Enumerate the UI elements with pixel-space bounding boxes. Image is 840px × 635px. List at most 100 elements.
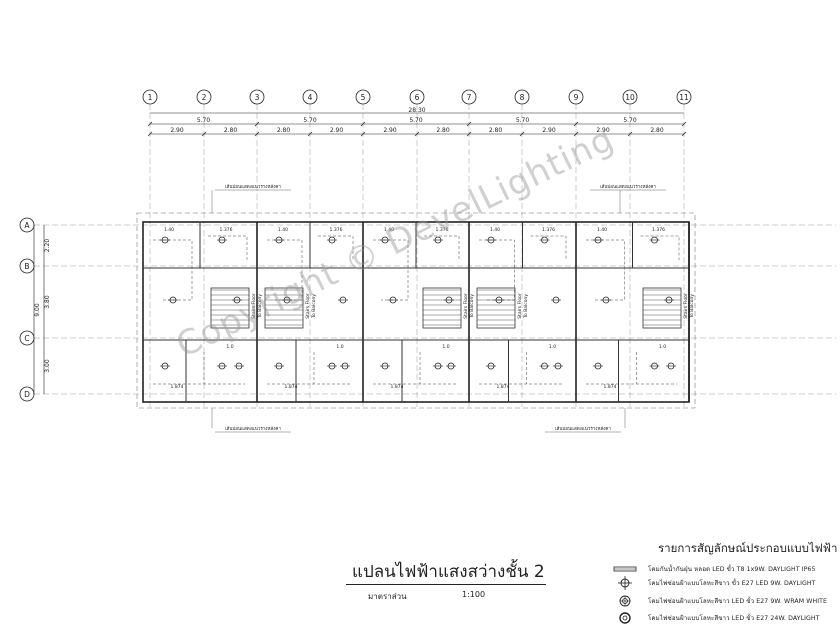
- stair-label: To Balcony: [311, 294, 317, 319]
- grid-label-row: C: [24, 334, 29, 343]
- dimension-tick: [573, 121, 579, 127]
- dimension-tick: [466, 131, 472, 137]
- room-dimension-label: 1.0: [442, 344, 449, 350]
- title-underline: [346, 584, 546, 585]
- legend-item-linear: โคมกันน้ำกันฝุ่น หลอด LED ขั้ว T8 1x9W. …: [612, 562, 816, 576]
- dimension-tick: [307, 131, 313, 137]
- wiring-run: [208, 235, 248, 260]
- dimension-sub: 2.90: [383, 127, 397, 134]
- stair-block: [210, 287, 250, 329]
- room-dimension-label: 1.874: [171, 384, 184, 390]
- dimension-tick: [254, 121, 260, 127]
- wiring-run: [318, 235, 354, 260]
- grid-label-column: 2: [202, 93, 207, 102]
- grid-label-row: A: [24, 221, 30, 230]
- wiring-run: [267, 239, 303, 301]
- dimension-sub: 2.80: [489, 127, 503, 134]
- wiring-run: [373, 239, 409, 301]
- room-dimension-label: 1.376: [220, 227, 233, 233]
- grid-label-column: 7: [467, 93, 472, 102]
- dimension-tick: [627, 131, 633, 137]
- wiring-run: [640, 235, 680, 260]
- wiring-run: [153, 239, 193, 301]
- stair-outline: [422, 287, 462, 329]
- room-dimension-label: 1.376: [542, 227, 555, 233]
- linear-fixture-icon: [612, 565, 638, 573]
- grid-bubble-column: [676, 89, 692, 105]
- dimension-row-total: 9.00: [34, 303, 41, 317]
- stair-label: Stairs Floor: [305, 293, 311, 319]
- stair-label: To Balcony: [257, 294, 263, 319]
- room-dimension-label: 1.376: [436, 227, 449, 233]
- grid-bubble-column: [568, 89, 584, 105]
- plan-title: แปลนไฟฟ้าแสงสว่างชั้น 2: [352, 562, 545, 582]
- grid-label-column: 1: [148, 93, 153, 102]
- callout-label: เส้นบ่อนแสดงแนวรางหลังคา: [225, 184, 281, 190]
- room-dimension-label: 1.40: [384, 227, 394, 233]
- dimension-bay: 5.70: [197, 117, 211, 124]
- stair-label: Stairs Floor: [251, 293, 257, 319]
- legend-item-ceiling: โคมไฟซ่อนฝ้าแบบโลหะสีขาว LED ขั้ว E27 24…: [612, 611, 820, 625]
- stair-label: To Balcony: [469, 294, 475, 319]
- room-dimension-label: 1.0: [659, 344, 666, 350]
- grid-label-column: 5: [361, 93, 366, 102]
- stair-outline: [642, 287, 682, 329]
- room-dimension-label: 1.40: [490, 227, 500, 233]
- stair-outline: [476, 287, 516, 329]
- room-dimension-label: 1.376: [330, 227, 343, 233]
- grid-label-column: 8: [520, 93, 525, 102]
- grid-bubble-column: [302, 89, 318, 105]
- legend-item-label: โคมไฟซ่อนฝ้าแบบโลหะสีขาว LED ขั้ว E27 24…: [648, 615, 820, 622]
- dimension-tick: [466, 121, 472, 127]
- grid-bubble-column: [409, 89, 425, 105]
- grid-bubble-column: [622, 89, 638, 105]
- downlight-icon: [612, 576, 638, 590]
- dimension-row: 2.20: [44, 239, 51, 253]
- dimension-bay: 5.70: [303, 117, 317, 124]
- dimension-sub: 2.90: [596, 127, 610, 134]
- grid-label-column: 6: [415, 93, 420, 102]
- dimension-sub: 2.90: [542, 127, 556, 134]
- grid-bubble-column: [196, 89, 212, 105]
- dimension-sub: 2.80: [650, 127, 664, 134]
- stair-label: To Balcony: [523, 294, 529, 319]
- grid-label-row: D: [24, 390, 30, 399]
- legend-item-downlight: โคมไฟซ่อนฝ้าแบบโลหะสีขาว ขั้ว E27 LED 9W…: [612, 576, 816, 590]
- dimension-tick: [519, 131, 525, 137]
- wiring-run: [530, 235, 567, 260]
- dimension-tick: [414, 131, 420, 137]
- room-dimension-label: 1.874: [285, 384, 298, 390]
- room-dimension-label: 1.40: [278, 227, 288, 233]
- room-dimension-label: 1.0: [336, 344, 343, 350]
- scale-label: มาตราส่วน: [368, 592, 407, 601]
- wiring-run: [479, 239, 515, 301]
- wiring-run: [586, 239, 625, 301]
- dimension-bay: 5.70: [623, 117, 637, 124]
- dimension-row: 3.00: [44, 359, 51, 373]
- dimension-tick: [681, 131, 687, 137]
- grid-bubble-column: [142, 89, 158, 105]
- dimension-bay: 5.70: [409, 117, 423, 124]
- dimension-tick: [201, 131, 207, 137]
- dimension-tick: [147, 131, 153, 137]
- grid-label-column: 11: [679, 93, 689, 102]
- dimension-tick: [254, 131, 260, 137]
- dimension-overall: 28.30: [408, 107, 425, 114]
- stair-block: [422, 287, 462, 329]
- dimension-tick: [573, 131, 579, 137]
- legend-item-downlight-warm: โคมไฟซ่อนฝ้าแบบโลหะสีขาว LED ขั้ว E27 9W…: [612, 594, 827, 608]
- grid-label-row: B: [24, 262, 29, 271]
- stair-block: [476, 287, 516, 329]
- stair-label: Stairs Floor: [683, 293, 689, 319]
- dimension-sub: 2.90: [330, 127, 344, 134]
- room-dimension-label: 1.0: [226, 344, 233, 350]
- room-dimension-label: 1.874: [604, 384, 617, 390]
- stair-outline: [210, 287, 250, 329]
- legend-item-label: โคมกันน้ำกันฝุ่น หลอด LED ขั้ว T8 1x9W. …: [648, 566, 816, 573]
- downlight-warm-icon: [612, 594, 638, 608]
- dimension-sub: 2.80: [277, 127, 291, 134]
- stair-block: [642, 287, 682, 329]
- grid-label-column: 3: [255, 93, 260, 102]
- dimension-tick: [360, 121, 366, 127]
- stair-outline: [264, 287, 304, 329]
